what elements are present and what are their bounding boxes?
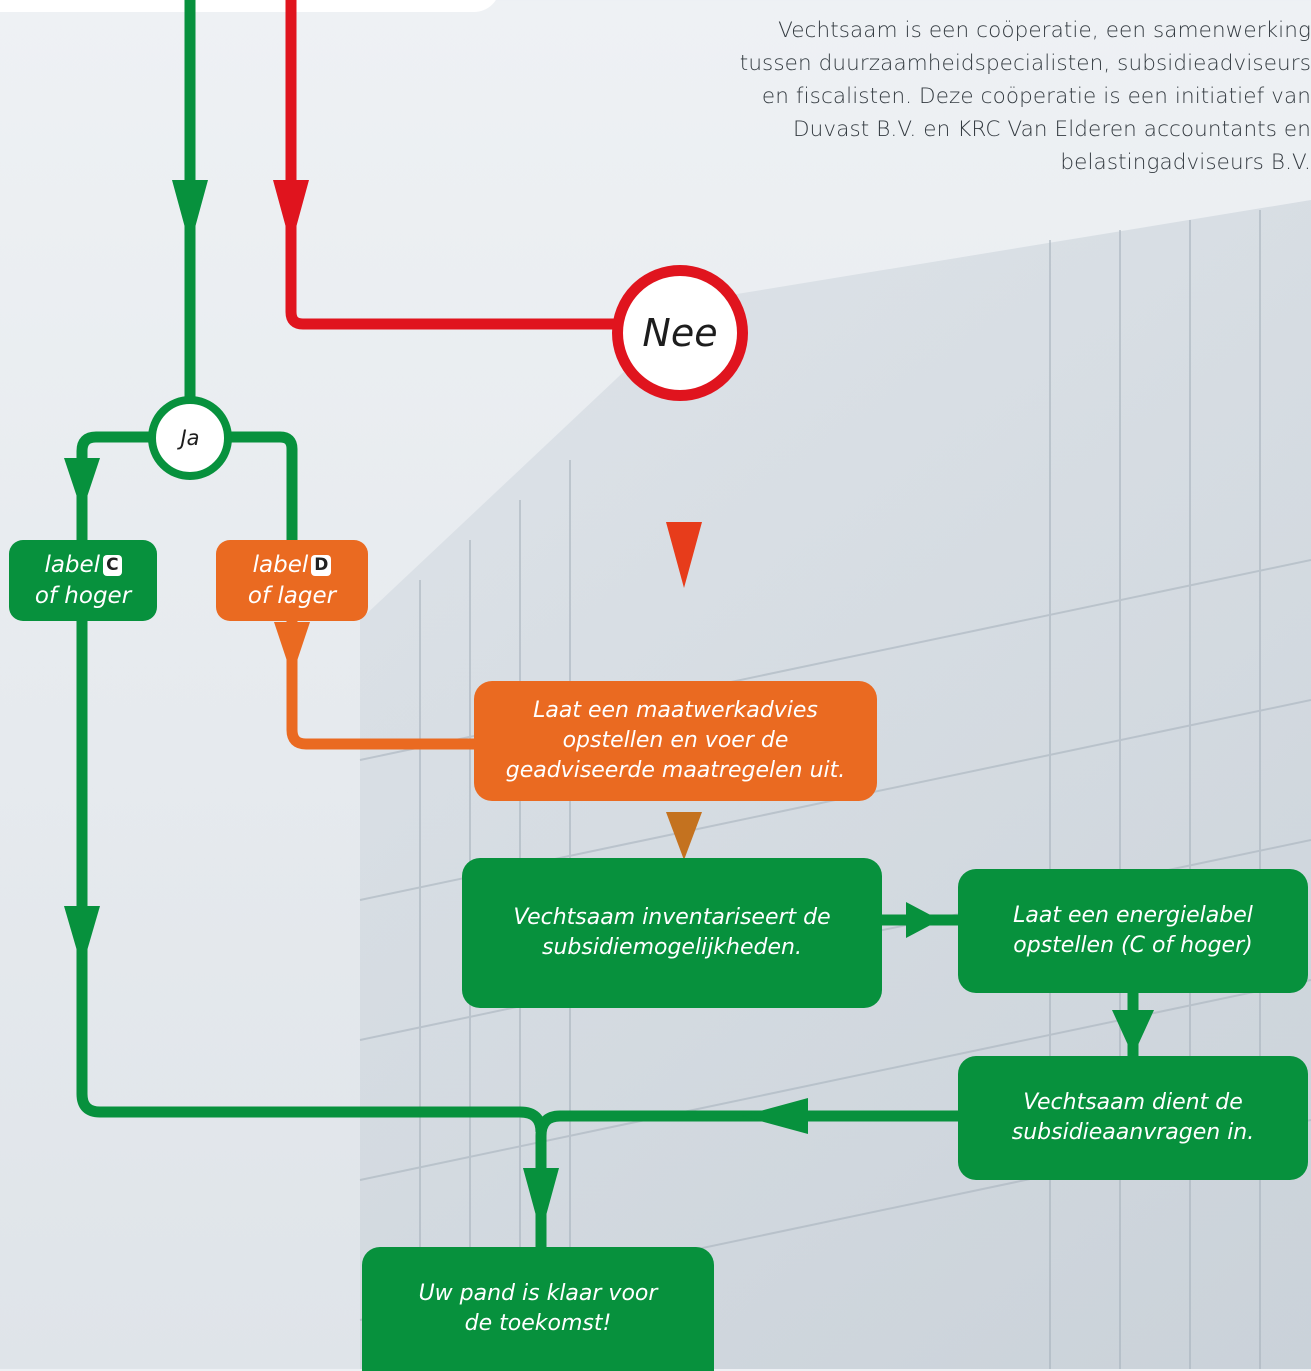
arrow-down-icon <box>64 458 100 512</box>
label-c-letter: C <box>103 554 122 576</box>
step-text: subsidieaanvragen in. <box>1011 1120 1255 1145</box>
step-subsidieaanvragen: Vechtsaam dient de subsidieaanvragen in. <box>958 1056 1308 1180</box>
step-text: Vechtsaam inventariseert de <box>513 905 831 930</box>
about-line: tussen duurzaamheidspecialisten, subsidi… <box>739 51 1311 76</box>
step-text: opstellen (C of hoger) <box>1013 933 1253 958</box>
step-energielabel: Laat een energielabel opstellen (C of ho… <box>958 869 1308 993</box>
about-line: Vechtsaam is een coöperatie, een samenwe… <box>778 18 1311 43</box>
arrow-down-icon <box>1112 1010 1154 1056</box>
label-c-suffix: of hoger <box>34 582 132 609</box>
step-text: Laat een maatwerkadvies <box>533 698 818 723</box>
decision-no-label: Nee <box>642 311 718 355</box>
step-inventariseert: Vechtsaam inventariseert de subsidiemoge… <box>462 858 882 1008</box>
arrow-down-icon <box>172 180 208 246</box>
label-d-suffix: of lager <box>247 582 337 609</box>
arrow-down-icon <box>274 622 310 676</box>
about-line: Duvast B.V. en KRC Van Elderen accountan… <box>792 117 1311 142</box>
arrow-down-icon <box>523 1168 559 1234</box>
decision-yes: Ja <box>148 396 232 480</box>
about-line: en fiscalisten. Deze coöperatie is een i… <box>761 84 1311 109</box>
step-maatwerkadvies: Laat een maatwerkadvies opstellen en voe… <box>474 681 877 801</box>
arrow-down-icon <box>666 812 702 860</box>
top-panel <box>0 0 500 12</box>
step-text: de toekomst! <box>464 1311 612 1336</box>
arrow-right-icon <box>906 902 940 938</box>
decision-yes-label: Ja <box>180 426 200 450</box>
step-klaar: Uw pand is klaar voor de toekomst! <box>362 1247 714 1371</box>
about-line: belastingadviseurs B.V. <box>1060 150 1311 175</box>
step-text: Vechtsaam dient de <box>1023 1090 1243 1115</box>
ja-left-branch <box>76 431 152 545</box>
label-d-letter: D <box>311 554 332 576</box>
orange-line <box>286 615 480 750</box>
arrow-down-icon <box>273 180 309 246</box>
ja-right-branch <box>228 431 298 545</box>
label-d-prefix: label <box>252 551 309 578</box>
green-line-left <box>76 620 547 1133</box>
arrow-left-icon <box>742 1098 808 1134</box>
step-text: subsidiemogelijkheden. <box>542 935 802 960</box>
arrow-down-icon <box>666 522 702 588</box>
arrow-down-icon <box>64 906 100 968</box>
step-text: opstellen en voer de <box>562 728 789 753</box>
step-text: Uw pand is klaar voor <box>418 1281 658 1306</box>
step-text: Laat een energielabel <box>1013 903 1253 928</box>
label-c-prefix: label <box>44 551 101 578</box>
about-text: Vechtsaam is een coöperatie, een samenwe… <box>540 14 1311 179</box>
decision-no: Nee <box>612 265 748 401</box>
step-text: geadviseerde maatregelen uit. <box>505 758 846 783</box>
green-line-return <box>535 1110 962 1300</box>
red-line <box>285 0 620 330</box>
